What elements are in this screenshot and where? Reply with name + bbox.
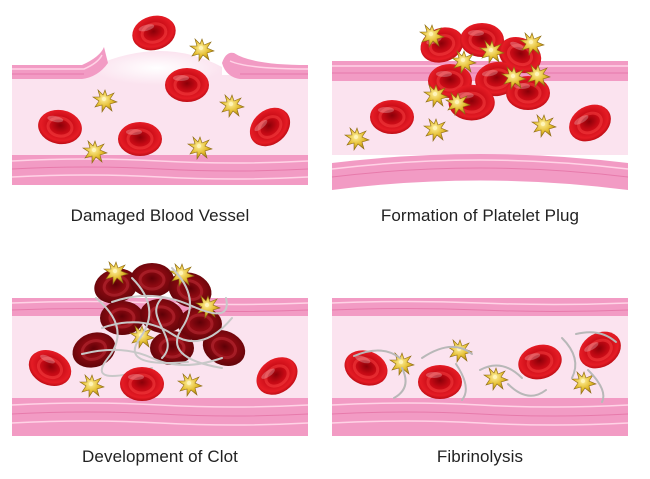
panel-fibrinolysis	[331, 258, 630, 448]
fibrin-fragments	[353, 331, 617, 403]
red-blood-cell	[118, 365, 166, 403]
fibrin-mesh	[81, 267, 233, 377]
red-blood-cell	[163, 66, 211, 104]
panel-platelet-plug	[331, 5, 629, 195]
red-blood-cell	[126, 9, 182, 57]
red-blood-cell	[368, 98, 416, 136]
caption-damaged-blood-vessel: Damaged Blood Vessel	[70, 206, 250, 225]
red-blood-cell	[128, 261, 176, 299]
caption-platelet-plug: Formation of Platelet Plug	[380, 206, 580, 225]
panel-damaged-blood-vessel	[11, 5, 309, 195]
fibrinolysis-illustration	[331, 298, 630, 436]
clot-illustration	[11, 261, 309, 436]
platelet-plug-illustration	[331, 20, 629, 190]
red-blood-cell	[416, 363, 464, 401]
caption-fibrinolysis: Fibrinolysis	[436, 447, 524, 466]
damaged-vessel-illustration	[11, 9, 309, 185]
red-blood-cell	[116, 120, 164, 158]
panel-development-of-clot	[11, 258, 309, 448]
caption-development-of-clot: Development of Clot	[82, 447, 238, 466]
